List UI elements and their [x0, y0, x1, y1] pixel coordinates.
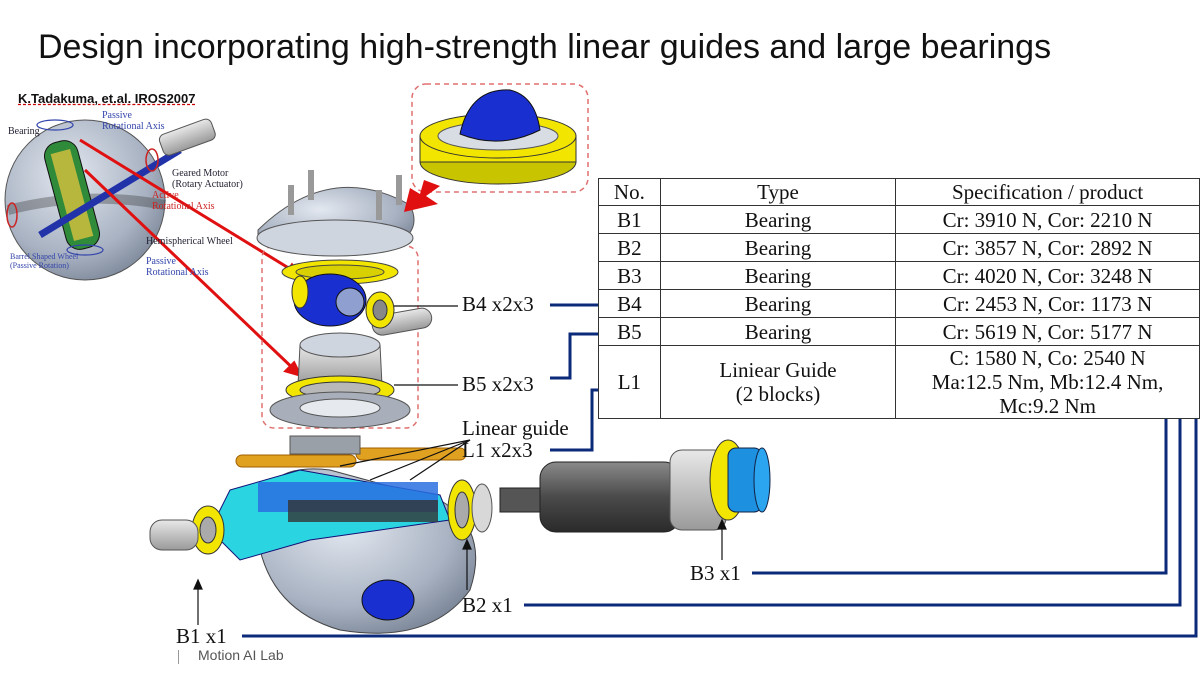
- inset-label-barrel-wheel: Barrel Shaped Wheel: [10, 252, 79, 261]
- callout-linear-guide: Linear guide: [462, 416, 569, 440]
- cell-spec: Cr: 2453 N, Cor: 1173 N: [895, 289, 1200, 318]
- spec-line: C: 1580 N, Co: 2540 N: [949, 346, 1146, 370]
- callout-b5: B5 x2x3: [462, 372, 534, 396]
- cell-no: B5: [598, 317, 661, 346]
- table-row: B5 Bearing Cr: 5619 N, Cor: 5177 N: [598, 317, 1200, 346]
- cell-type: Bearing: [659, 317, 897, 346]
- cell-type: Liniear Guide (2 blocks): [659, 345, 897, 419]
- inset-label-passive-axis-2b: Rotational Axis: [146, 267, 209, 278]
- cell-spec: C: 1580 N, Co: 2540 N Ma:12.5 Nm, Mb:12.…: [895, 345, 1200, 419]
- cell-spec: Cr: 3910 N, Cor: 2210 N: [895, 205, 1200, 234]
- inset-label-passive-axis-b: Rotational Axis: [102, 121, 165, 132]
- cell-no: B2: [598, 233, 661, 262]
- barrel-wheel-detail: [411, 83, 589, 193]
- cell-type: Bearing: [659, 205, 897, 234]
- callout-b1: B1 x1: [176, 624, 227, 648]
- page-title: Design incorporating high-strength linea…: [38, 28, 1052, 66]
- table-header-row: No. Type Specification / product: [598, 178, 1200, 206]
- type-line: (2 blocks): [735, 382, 821, 406]
- upper-assembly: [256, 170, 440, 429]
- callout-leaders: [193, 305, 727, 625]
- inset-label-barrel-wheel-b: (Passive Rotation): [10, 261, 69, 270]
- inset-label-hemispherical-wheel: Hemispherical Wheel: [146, 236, 233, 247]
- inset-label-passive-axis-2: Passive: [146, 256, 176, 267]
- spec-line: Ma:12.5 Nm, Mb:12.4 Nm,: [931, 370, 1164, 394]
- callout-b2: B2 x1: [462, 593, 513, 617]
- table-row-l1: L1 Liniear Guide (2 blocks) C: 1580 N, C…: [598, 345, 1200, 419]
- callout-b4: B4 x2x3: [462, 292, 534, 316]
- footer-divider: [178, 650, 179, 664]
- header-no: No.: [598, 178, 661, 206]
- header-type: Type: [659, 178, 897, 206]
- table-row: B3 Bearing Cr: 4020 N, Cor: 3248 N: [598, 261, 1200, 290]
- table-row: B1 Bearing Cr: 3910 N, Cor: 2210 N: [598, 205, 1200, 234]
- inset-label-active-axis: Active: [152, 190, 179, 201]
- table-row: B2 Bearing Cr: 3857 N, Cor: 2892 N: [598, 233, 1200, 262]
- callout-l1: L1 x2x3: [462, 438, 533, 462]
- spec-line: Mc:9.2 Nm: [999, 394, 1097, 418]
- inset-label-passive-axis: Passive: [102, 110, 132, 121]
- cell-type: Bearing: [659, 289, 897, 318]
- callout-b3: B3 x1: [690, 561, 741, 585]
- specification-table: No. Type Specification / product B1 Bear…: [598, 178, 1200, 419]
- cell-spec: Cr: 3857 N, Cor: 2892 N: [895, 233, 1200, 262]
- inset-label-bearing: Bearing: [8, 126, 40, 137]
- cell-no: L1: [598, 345, 661, 419]
- cell-no: B1: [598, 205, 661, 234]
- lower-assembly: [149, 435, 771, 634]
- inset-label-geared-motor: Geared Motor: [172, 168, 229, 179]
- inset-label-rotary-actuator: (Rotary Actuator): [172, 179, 243, 190]
- inset-label-active-axis-b: Rotational Axis: [152, 201, 215, 212]
- cell-type: Bearing: [659, 233, 897, 262]
- footer-lab-name: Motion AI Lab: [198, 647, 284, 663]
- reference-citation: K.Tadakuma, et.al. IROS2007: [18, 91, 196, 106]
- cell-no: B3: [598, 261, 661, 290]
- cell-type: Bearing: [659, 261, 897, 290]
- header-spec: Specification / product: [895, 178, 1200, 206]
- type-line: Liniear Guide: [719, 358, 837, 382]
- cell-spec: Cr: 4020 N, Cor: 3248 N: [895, 261, 1200, 290]
- table-row: B4 Bearing Cr: 2453 N, Cor: 1173 N: [598, 289, 1200, 318]
- cell-spec: Cr: 5619 N, Cor: 5177 N: [895, 317, 1200, 346]
- cell-no: B4: [598, 289, 661, 318]
